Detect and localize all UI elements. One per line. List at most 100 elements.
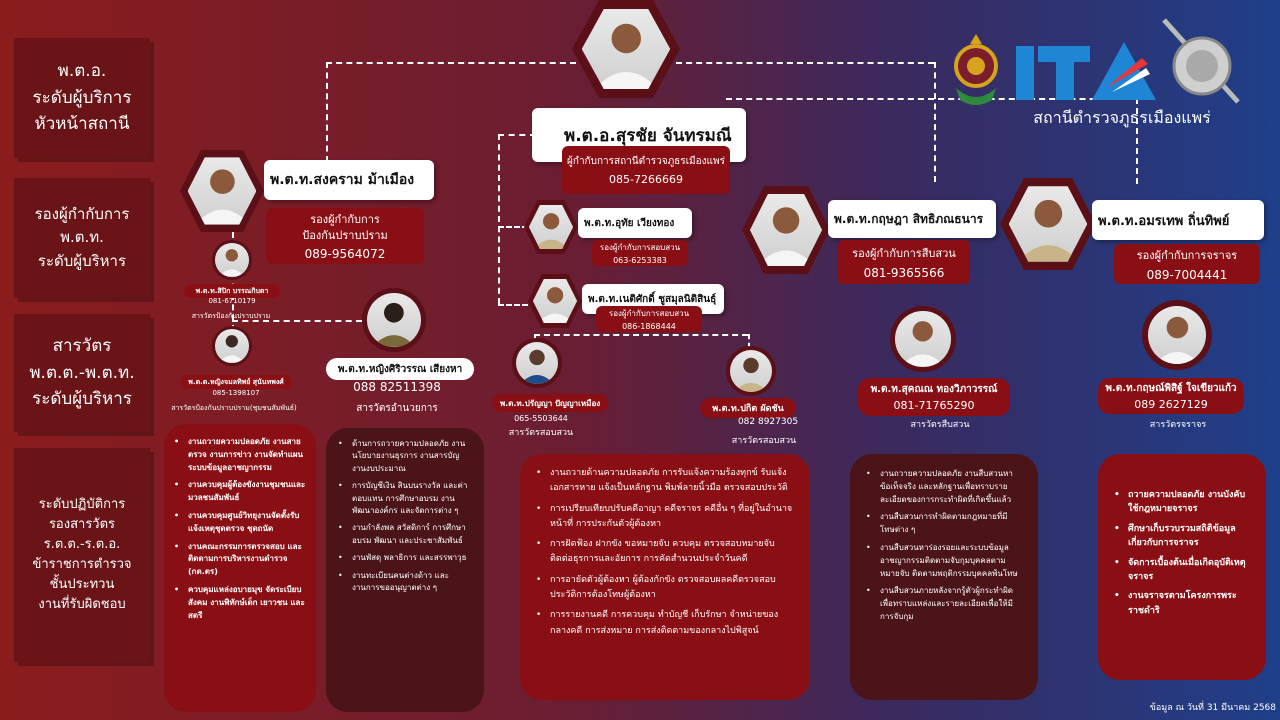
deputy-suspect-role: รองผู้กำกับการสืบสวน 081-9365566	[838, 240, 970, 284]
duty-item: งานสืบสวนการทำผิดตามกฎหมายที่มีโทษต่าง ๆ	[866, 511, 1022, 537]
inspector-traffic-name-text: พ.ต.ท.กฤษณ์พิสิฐ์ ใจเขียวแก้ว	[1105, 383, 1237, 394]
invest-sub-2-role: สารวัตรสอบสวน	[731, 436, 797, 446]
duty-item: การอายัดตัวผู้ต้องหา ผู้ต้องกักขัง ตรวจส…	[536, 573, 794, 604]
deputy-left-role-text: รองผู้กำกับการ ป้องกันปราบปราม	[302, 212, 388, 243]
duty-item: งานสืบสวนภายหลังจากรู้ตัวผู้กระทำผิดเพื่…	[866, 585, 1022, 623]
duty-item: งานจราจรตามโครงการพระราชดำริ	[1114, 589, 1250, 618]
deputy-left-name: พ.ต.ท.สงคราม ม้าเมือง	[264, 160, 434, 200]
small-left-2-name: พ.ต.ต.หญิงจมลทิพย์ สุนันทพงศ์	[180, 375, 292, 389]
duty-item: การเปรียบเทียบปรับคดีอาญา คดีจราจร คดีอื…	[536, 502, 794, 533]
investigator-1-role-text: รองผู้กำกับการสอบสวน	[599, 243, 681, 252]
invest-sub-2-name: พ.ต.ท.ปกิต ผัดชัน	[700, 398, 796, 418]
duty-item: งานถวายความปลอดภัย งานสืบสวนหาข้อเท็จจริ…	[866, 468, 1022, 506]
seal-icon	[1160, 16, 1242, 106]
duty-panel-suspect: งานถวายความปลอดภัย งานสืบสวนหาข้อเท็จจริ…	[850, 454, 1038, 700]
chief-phone: 085-7266669	[609, 173, 683, 186]
duty-item: จัดการเบื้องต้นเมื่อเกิดอุบัติเหตุจราจร	[1114, 556, 1250, 585]
investigator-2-phone: 086-1868444	[622, 322, 676, 331]
investigator-1-photo	[524, 200, 578, 254]
small-left-1-phone: 081-6710179	[208, 297, 256, 305]
duty-item: ควบคุมแหล่งอบายมุข จัดระเบียบสังคม งานพิ…	[174, 584, 306, 622]
deputy-traffic-name: พ.ต.ท.อมรเทพ ถิ่นทิพย์	[1092, 200, 1264, 240]
deputy-left-phone: 089-9564072	[304, 246, 386, 261]
deputy-traffic-role: รองผู้กำกับการจราจร 089-7004441	[1114, 244, 1260, 284]
duty-item: ด้านการถวายความปลอดภัย งานนโยบายงานธุรกา…	[338, 438, 472, 475]
duty-item: การบัญชีเงิน สินบนรางวัล และค่าตอบแทน กา…	[338, 480, 472, 517]
inspector-suspect-phone: 081-71765290	[893, 399, 975, 412]
small-left-1-role: สารวัตรป้องกันปราบปราม	[191, 312, 271, 320]
deputy-traffic-role-text: รองผู้กำกับการจราจร	[1136, 249, 1238, 262]
duty-item: การฝัดฟ้อง ฝากขัง ขอหมายจับ ควบคุม ตรวจส…	[536, 537, 794, 568]
ita-logo	[1016, 38, 1156, 104]
police-emblem-icon	[948, 30, 1004, 108]
duty-panel-prevention: งานถวายความปลอดภัย งานสายตรวจ งานการข่าว…	[164, 424, 316, 712]
small-left-1-name: พ.ต.ท.สิปิก บรรณกิบตา	[184, 284, 280, 298]
investigator-2-role-text: รองผู้กำกับการสอบสวน	[608, 309, 690, 318]
investigator-2-role: รองผู้กำกับการสอบสวน 086-1868444	[596, 306, 702, 332]
chief-role: ผู้กำกับการสถานีตำรวจภูธรเมืองแพร่ 085-7…	[562, 146, 730, 194]
invest-sub-1-phone: 065-5503644	[514, 414, 568, 423]
inspector-traffic-name: พ.ต.ท.กฤษณ์พิสิฐ์ ใจเขียวแก้ว 089 262712…	[1098, 378, 1244, 414]
duty-item: งานควบคุมผู้ต้องขังงานชุมชนและมวลชนสัมพั…	[174, 479, 306, 505]
chief-photo	[572, 0, 680, 98]
duty-item: งานควบคุมศูนย์วิทยุงานจัดตั้งรับแจ้งเหตุ…	[174, 510, 306, 536]
duty-item: ถวายความปลอดภัย งานบังคับใช้กฎหมายจราจร	[1114, 488, 1250, 517]
investigator-1-role: รองผู้กำกับการสอบสวน 063-6253383	[592, 240, 688, 266]
station-name: สถานีตำรวจภูธรเมืองแพร่	[1033, 108, 1211, 127]
invest-sub-1-photo	[512, 338, 562, 388]
inspector-traffic-phone: 089 2627129	[1134, 398, 1208, 411]
chief-role-text: ผู้กำกับการสถานีตำรวจภูธรเมืองแพร่	[567, 156, 725, 167]
duty-item: งานทะเบียนคนต่างด้าว และงานการขออนุญาตต่…	[338, 570, 472, 595]
deputy-suspect-role-text: รองผู้กำกับการสืบสวน	[852, 247, 956, 260]
duty-item: งานถวายด้านความปลอดภัย การรับแจ้งความร้อ…	[536, 466, 794, 497]
duty-list-investigation: งานถวายด้านความปลอดภัย การรับแจ้งความร้อ…	[536, 466, 794, 639]
duty-item: งานสืบสวนหาร่องรอยและระบบข้อมูลอาชญากรรม…	[866, 542, 1022, 580]
invest-sub-2-photo	[726, 346, 776, 396]
duty-item: งานกำลังพล สวัสดิการ์ การศึกษา อบรม พัฒน…	[338, 522, 472, 547]
admin-role: สารวัตรอำนวยการ	[356, 403, 438, 414]
duty-list-prevention: งานถวายความปลอดภัย งานสายตรวจ งานการข่าว…	[174, 436, 306, 622]
invest-sub-1-role: สารวัตรสอบสวน	[508, 428, 574, 438]
inspector-suspect-name-text: พ.ต.ท.สุคณณ ทองวิภาวรรณ์	[870, 384, 998, 395]
category-inspector: สารวัตร พ.ต.ต.-พ.ต.ท. ระดับผู้บริหาร	[14, 314, 150, 432]
duty-list-suspect: งานถวายความปลอดภัย งานสืบสวนหาข้อเท็จจริ…	[866, 468, 1022, 624]
duty-item: งานถวายความปลอดภัย งานสายตรวจ งานการข่าว…	[174, 436, 306, 474]
deputy-traffic-photo	[1000, 178, 1096, 270]
admin-photo	[362, 288, 426, 352]
admin-name: พ.ต.ท.หญิงศิริวรรณ เสียงหา	[326, 358, 474, 380]
investigator-1-phone: 063-6253383	[613, 256, 667, 265]
duty-item: ศึกษาเก็บรวบรวมสถิติข้อมูลเกี่ยวกับการจร…	[1114, 522, 1250, 551]
small-left-1-photo	[212, 240, 252, 280]
small-left-2-phone: 085-1398107	[212, 389, 260, 397]
inspector-traffic-photo	[1142, 300, 1212, 370]
invest-sub-1-name: พ.ต.ท.ปรัญญา ปัญญาเหมือง	[492, 394, 608, 412]
footer-date: ข้อมูล ณ วันที่ 31 มีนาคม 2568	[1149, 703, 1276, 713]
duty-list-admin: ด้านการถวายความปลอดภัย งานนโยบายงานธุรกา…	[338, 438, 472, 594]
deputy-left-role: รองผู้กำกับการ ป้องกันปราบปราม 089-95640…	[266, 208, 424, 264]
duty-item: งานคณะกรรมการตรวจสอบ และติดตามการบริหารง…	[174, 541, 306, 579]
deputy-suspect-name: พ.ต.ท.กฤษฎา สิทธิภณธนาร	[828, 200, 996, 238]
category-deputy: รองผู้กำกับการ พ.ต.ท. ระดับผู้บริหาร	[14, 178, 150, 298]
admin-phone: 088 82511398	[353, 380, 441, 394]
deputy-suspect-photo	[742, 186, 830, 274]
invest-sub-2-phone: 082 8927305	[737, 417, 799, 427]
deputy-suspect-phone: 081-9365566	[863, 266, 945, 280]
investigator-2-photo	[528, 274, 582, 328]
investigator-1-name: พ.ต.ท.อุทัย เวียงทอง	[578, 208, 692, 238]
duty-item: งานพัสดุ พลาธิการ และสรรพาวุธ	[338, 552, 472, 565]
small-left-2-role: สารวัตรป้องกันปราบปราม(ชุมชนสัมพันธ์)	[171, 404, 297, 412]
duty-panel-investigation: งานถวายด้านความปลอดภัย การรับแจ้งความร้อ…	[520, 454, 810, 700]
inspector-suspect-photo	[890, 306, 956, 372]
duty-list-traffic: ถวายความปลอดภัย งานบังคับใช้กฎหมายจราจร …	[1114, 488, 1250, 618]
small-left-2-photo	[212, 326, 252, 366]
inspector-suspect-role: สารวัตรสืบสวน	[910, 420, 970, 430]
inspector-suspect-name: พ.ต.ท.สุคณณ ทองวิภาวรรณ์ 081-71765290	[858, 378, 1010, 416]
deputy-left-photo	[180, 150, 264, 232]
duty-panel-admin: ด้านการถวายความปลอดภัย งานนโยบายงานธุรกา…	[326, 428, 484, 712]
duty-item: การรายงานคดี การควบคุม ทำบัญชี เก็บรักษา…	[536, 608, 794, 639]
inspector-traffic-role: สารวัตรจราจร	[1149, 420, 1207, 430]
duty-panel-traffic: ถวายความปลอดภัย งานบังคับใช้กฎหมายจราจร …	[1098, 454, 1266, 680]
category-chief: พ.ต.อ. ระดับผู้บริการ หัวหน้าสถานี	[14, 38, 150, 158]
category-operational: ระดับปฏิบัติการ รองสารวัตร ร.ต.ต.-ร.ต.อ.…	[14, 448, 150, 662]
deputy-traffic-phone: 089-7004441	[1146, 268, 1228, 282]
